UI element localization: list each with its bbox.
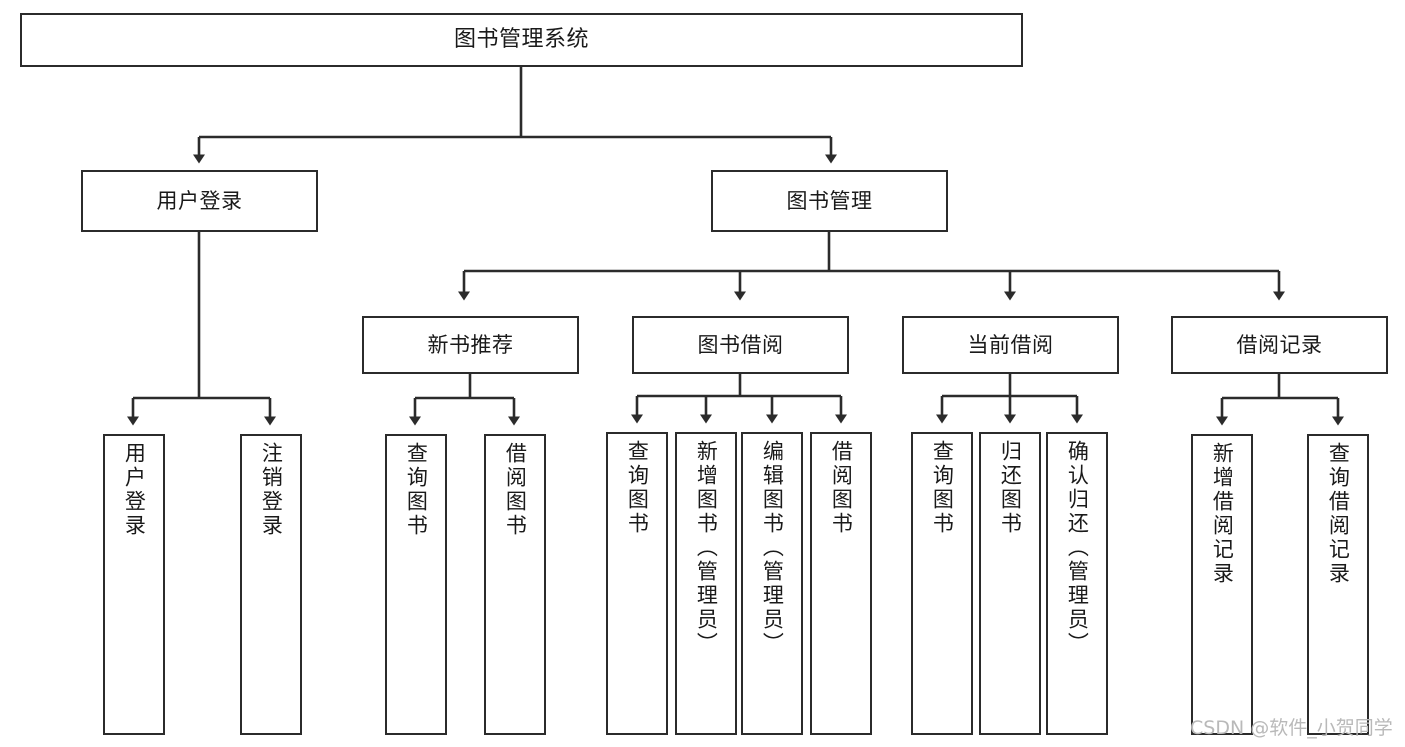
node-borrow-record[interactable]: 借阅记录 bbox=[1171, 316, 1388, 374]
leaf-user-login[interactable]: 用户登录 bbox=[103, 434, 165, 735]
node-label: 图书借阅 bbox=[697, 332, 784, 357]
leaf-borrow-book-1[interactable]: 借阅图书 bbox=[484, 434, 546, 735]
node-label: 归还图书 bbox=[998, 440, 1023, 536]
leaf-query-book-2[interactable]: 查询图书 bbox=[606, 432, 668, 735]
watermark-text: CSDN @软件_小贺同学 bbox=[1190, 717, 1393, 739]
node-label: 借阅图书 bbox=[503, 442, 528, 538]
node-user-login[interactable]: 用户登录 bbox=[81, 170, 318, 232]
node-label: 借阅记录 bbox=[1236, 332, 1323, 357]
leaf-borrow-book-2[interactable]: 借阅图书 bbox=[810, 432, 872, 735]
node-new-book-recommend[interactable]: 新书推荐 bbox=[362, 316, 579, 374]
node-label: 新书推荐 bbox=[427, 332, 514, 357]
node-label: 查询图书 bbox=[625, 440, 650, 536]
node-label: 用户登录 bbox=[122, 442, 147, 538]
leaf-logout-login[interactable]: 注销登录 bbox=[240, 434, 302, 735]
leaf-confirm-return[interactable]: 确认归还（管理员） bbox=[1046, 432, 1108, 735]
node-label: 查询借阅记录 bbox=[1326, 442, 1351, 586]
node-label: 当前借阅 bbox=[967, 332, 1054, 357]
node-book-management[interactable]: 图书管理 bbox=[711, 170, 948, 232]
node-label: 确认归还（管理员） bbox=[1065, 440, 1090, 656]
node-current-borrow[interactable]: 当前借阅 bbox=[902, 316, 1119, 374]
node-label: 新增借阅记录 bbox=[1210, 442, 1235, 586]
leaf-edit-book[interactable]: 编辑图书（管理员） bbox=[741, 432, 803, 735]
leaf-query-book-3[interactable]: 查询图书 bbox=[911, 432, 973, 735]
leaf-query-book-1[interactable]: 查询图书 bbox=[385, 434, 447, 735]
leaf-add-book[interactable]: 新增图书（管理员） bbox=[675, 432, 737, 735]
leaf-add-record[interactable]: 新增借阅记录 bbox=[1191, 434, 1253, 735]
node-label: 注销登录 bbox=[259, 442, 284, 538]
node-label: 图书管理系统 bbox=[453, 27, 589, 53]
node-book-borrow[interactable]: 图书借阅 bbox=[632, 316, 849, 374]
node-root-system[interactable]: 图书管理系统 bbox=[20, 13, 1023, 67]
node-label: 用户登录 bbox=[156, 188, 243, 213]
leaf-return-book[interactable]: 归还图书 bbox=[979, 432, 1041, 735]
node-label: 编辑图书（管理员） bbox=[760, 440, 785, 656]
node-label: 查询图书 bbox=[930, 440, 955, 536]
node-label: 查询图书 bbox=[404, 442, 429, 538]
leaf-query-record[interactable]: 查询借阅记录 bbox=[1307, 434, 1369, 735]
node-label: 图书管理 bbox=[786, 188, 873, 213]
node-label: 新增图书（管理员） bbox=[694, 440, 719, 656]
node-label: 借阅图书 bbox=[829, 440, 854, 536]
